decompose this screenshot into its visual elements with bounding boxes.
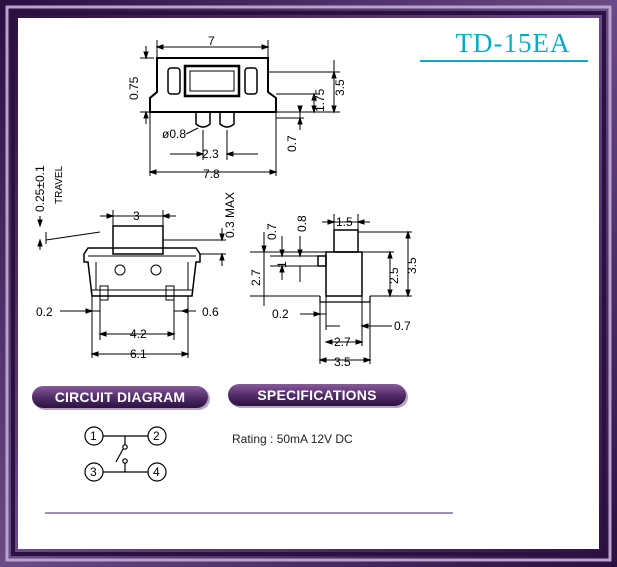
dim-front-42: 4.2 xyxy=(130,327,147,341)
dim-side-1: 1 xyxy=(275,261,289,268)
dim-top-175: 1.75 xyxy=(313,88,327,112)
dim-front-61: 6.1 xyxy=(130,347,147,361)
dim-side-35v: 3.5 xyxy=(405,257,419,274)
dim-top-35: 3.5 xyxy=(333,79,347,96)
pin-3-label: 3 xyxy=(90,465,97,479)
dim-top-075: 0.75 xyxy=(127,76,141,100)
dim-front-3: 3 xyxy=(133,209,140,223)
model-title: TD-15EA xyxy=(455,28,571,58)
dim-front-06: 0.6 xyxy=(202,305,219,319)
dim-side-15: 1.5 xyxy=(336,215,353,229)
dim-top-23: 2.3 xyxy=(202,147,219,161)
pin-1-label: 1 xyxy=(90,429,97,443)
dim-top-width: 7 xyxy=(208,34,215,48)
circuit-symbol xyxy=(84,426,167,482)
dim-top-07: 0.7 xyxy=(285,135,299,152)
circuit-diagram-header: CIRCUIT DIAGRAM xyxy=(32,386,208,408)
content-panel xyxy=(18,18,599,549)
specifications-header: SPECIFICATIONS xyxy=(228,384,406,406)
dim-travel-label: TRAVEL xyxy=(54,165,65,204)
dim-side-27b: 2.7 xyxy=(334,335,351,349)
pin-2-label: 2 xyxy=(153,429,160,443)
dim-side-07: 0.7 xyxy=(265,223,279,240)
dim-top-78: 7.8 xyxy=(203,167,220,181)
dim-side-08: 0.8 xyxy=(295,215,309,232)
side-view xyxy=(250,214,412,364)
title-underline xyxy=(420,60,588,62)
dim-top-hole: ø0.8 xyxy=(162,127,186,141)
pin-4-label: 4 xyxy=(153,465,160,479)
dim-travel-value: 0.25±0.1 xyxy=(33,165,47,212)
dim-side-25: 2.5 xyxy=(387,267,401,284)
dim-side-27: 2.7 xyxy=(249,269,263,286)
dim-front-02: 0.2 xyxy=(36,305,53,319)
dim-side-07b: 0.7 xyxy=(394,319,411,333)
dim-side-02: 0.2 xyxy=(272,307,289,321)
top-view xyxy=(140,40,340,176)
dim-front-03max: 0.3 MAX xyxy=(223,192,237,238)
dim-side-35h: 3.5 xyxy=(334,355,351,369)
rating-spec: Rating : 50mA 12V DC xyxy=(232,432,353,446)
front-view xyxy=(37,210,226,358)
